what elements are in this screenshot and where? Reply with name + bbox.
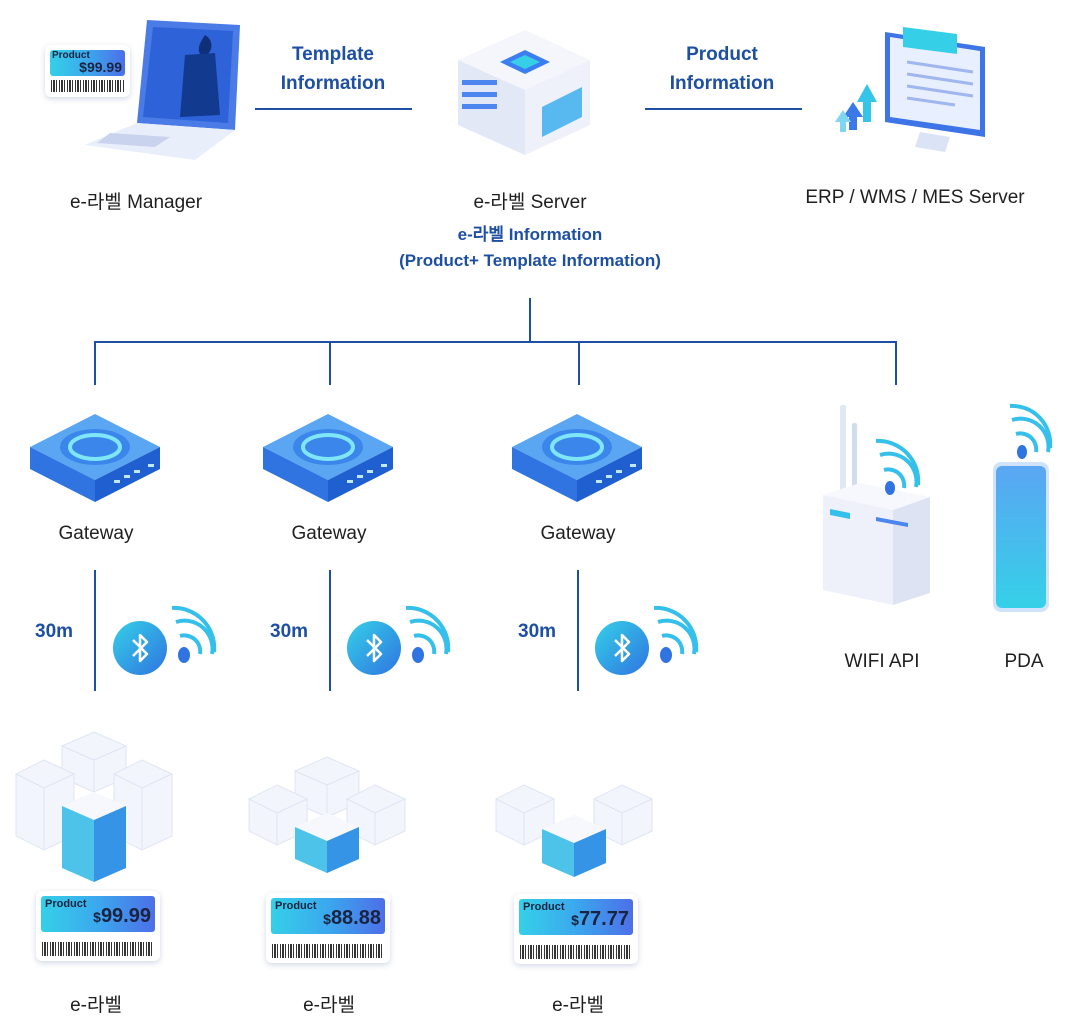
tree-drop-3 (578, 341, 580, 385)
server-icon (458, 30, 590, 155)
laptop-icon (85, 20, 240, 160)
tag-price: $77.77 (571, 908, 629, 930)
price-tag: Product $77.77 (514, 894, 638, 964)
gateway-label: Gateway (58, 523, 134, 544)
gateway-icon (263, 414, 393, 502)
tag-product-label: Product (52, 50, 90, 61)
tree-drop-2 (329, 341, 331, 385)
tree-branch (94, 341, 897, 343)
tree-trunk (529, 298, 531, 342)
bluetooth-icon (595, 621, 649, 675)
wifi-signal-icon (171, 605, 217, 663)
manager-label: e-라벨 Manager (69, 192, 203, 213)
gateway-label: Gateway (291, 523, 367, 544)
range-line (329, 570, 331, 691)
bluetooth-icon (347, 621, 401, 675)
tag-product-label: Product (275, 900, 317, 912)
pda-label: PDA (1004, 651, 1044, 672)
tag-product-label: Product (523, 901, 565, 913)
box-stack-icon (494, 784, 654, 877)
tag-price: $99.99 (79, 59, 122, 75)
template-info-label: Template Information (280, 44, 386, 94)
server-label: e-라벨 Server (473, 192, 587, 213)
tree-drop-4 (895, 341, 897, 385)
tree-drop-1 (94, 341, 96, 385)
range-distance: 30m (270, 621, 309, 642)
manager-price-tag: Product $99.99 (45, 45, 130, 97)
tag-product-label: Product (45, 898, 87, 910)
wifi-signal-icon (405, 605, 451, 663)
box-stack-icon (247, 756, 407, 873)
range-line (577, 570, 579, 691)
wifi-api-label: WIFI API (844, 651, 920, 672)
bluetooth-icon (113, 621, 167, 675)
e-label-caption: e-라벨 (552, 995, 604, 1016)
box-stack-icon (14, 731, 174, 882)
e-label-caption: e-라벨 (70, 995, 122, 1016)
range-line (94, 570, 96, 691)
price-tag: Product $88.88 (266, 893, 390, 963)
e-label-caption: e-라벨 (303, 995, 355, 1016)
wifi-signal-icon (653, 605, 699, 663)
gateway-icon (30, 414, 160, 502)
gateway-icon (512, 414, 642, 502)
gateway-label: Gateway (540, 523, 616, 544)
tag-price: $99.99 (93, 905, 151, 927)
server-erp-connector (645, 108, 802, 110)
monitor-icon (835, 27, 985, 152)
manager-server-connector (255, 108, 412, 110)
erp-label: ERP / WMS / MES Server (805, 187, 1025, 208)
range-distance: 30m (35, 621, 74, 642)
range-distance: 30m (518, 621, 557, 642)
tag-price: $88.88 (323, 907, 381, 929)
product-info-label: Product Information (669, 44, 775, 94)
router-icon (823, 405, 930, 605)
price-tag: Product $99.99 (36, 891, 160, 961)
server-info-label: e-라벨 Information (Product+ Template Info… (399, 225, 661, 270)
phone-icon (993, 403, 1053, 612)
